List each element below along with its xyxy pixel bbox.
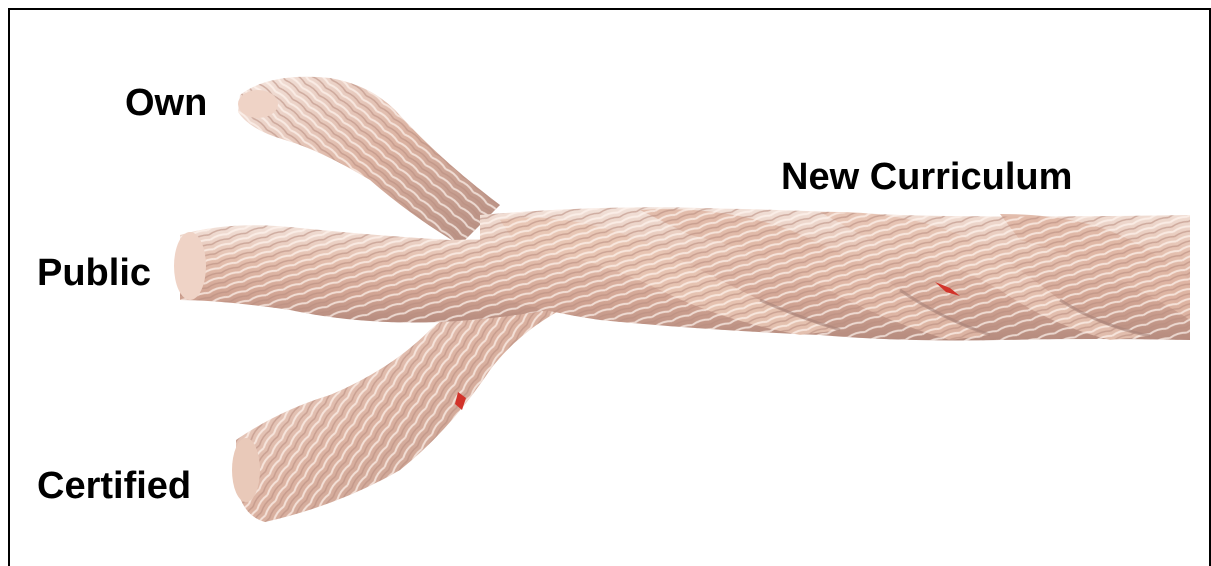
- strand-own: [238, 77, 500, 245]
- braided-rope: [480, 207, 1190, 340]
- label-new-curriculum: New Curriculum: [781, 158, 1072, 196]
- label-public: Public: [37, 254, 151, 292]
- label-own: Own: [125, 84, 207, 122]
- label-certified: Certified: [37, 467, 191, 505]
